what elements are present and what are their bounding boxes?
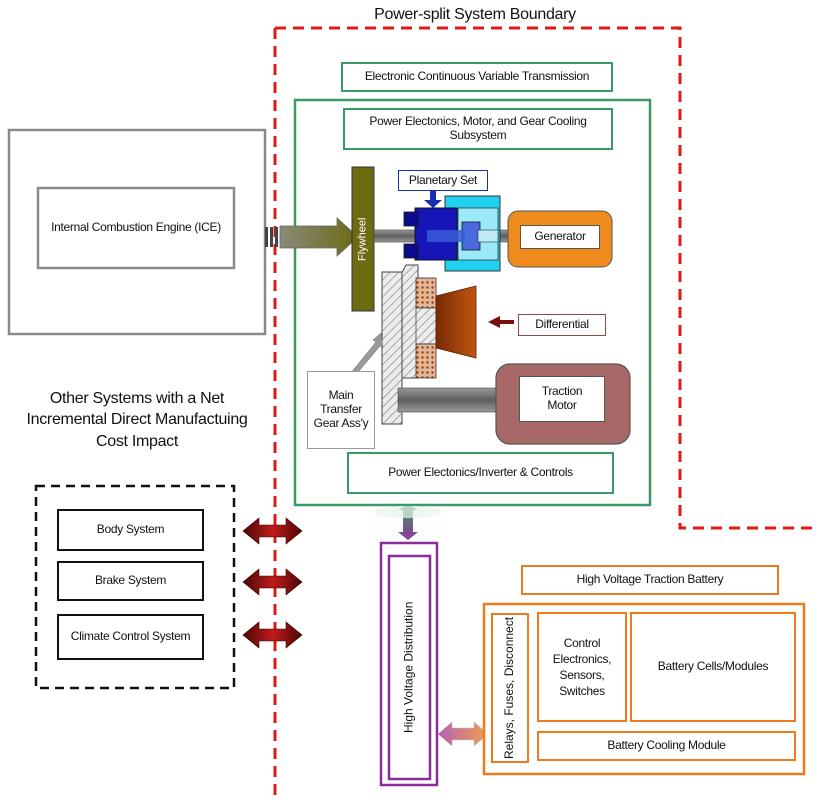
diff-gear-top <box>415 277 437 309</box>
generator-label: Generator <box>520 225 600 249</box>
planetary-set-label: Planetary Set <box>398 170 488 191</box>
battery-cells-box: Battery Cells/Modules <box>630 612 796 722</box>
hv-battery-connector <box>437 721 489 747</box>
power-electronics-box: Power Electonics/Inverter & Controls <box>347 452 614 494</box>
system-boundary-line <box>273 26 818 800</box>
climate-control-system-box: Climate Control System <box>57 614 204 660</box>
ecvt-title-box: Electronic Continuous Variable Transmiss… <box>341 62 613 92</box>
relays-fuses-box: Relays, Fuses, Disconnect <box>491 613 529 763</box>
ice-output-arrow <box>279 217 359 257</box>
differential-label: Differential <box>518 314 606 336</box>
hv-distribution-label: High Voltage Distribution <box>401 601 416 734</box>
planetary-pointer <box>424 191 442 208</box>
hv-distribution-inner <box>387 554 432 781</box>
motor-shaft <box>397 387 499 413</box>
other-systems-title: Other Systems with a Net Incremental Dir… <box>26 390 248 450</box>
climate-system-arrow <box>242 621 303 649</box>
ice-label: Internal Combustion Engine (ICE) <box>51 220 221 235</box>
flywheel-label: Flywheel <box>356 217 369 261</box>
body-system-arrow <box>242 517 303 545</box>
battery-title-box: High Voltage Traction Battery <box>521 565 779 595</box>
ice-inner-frame <box>36 186 236 270</box>
cooling-subsystem-box: Power Electonics, Motor, and Gear Coolin… <box>343 108 613 150</box>
boundary-title: Power-split System Boundary <box>340 4 610 26</box>
body-system-box: Body System <box>57 509 204 551</box>
differential-pointer <box>488 316 514 328</box>
traction-motor-label: Traction Motor <box>519 376 605 422</box>
main-transfer-gear-label: Main Transfer Gear Ass'y <box>307 371 375 449</box>
brake-system-arrow <box>242 568 303 596</box>
battery-cooling-box: Battery Cooling Module <box>537 731 796 761</box>
diff-gear-bottom <box>415 343 437 379</box>
main-gear-plate <box>381 271 403 425</box>
control-electronics-box: Control Electronics, Sensors, Switches <box>537 612 627 722</box>
brake-system-box: Brake System <box>57 561 204 601</box>
